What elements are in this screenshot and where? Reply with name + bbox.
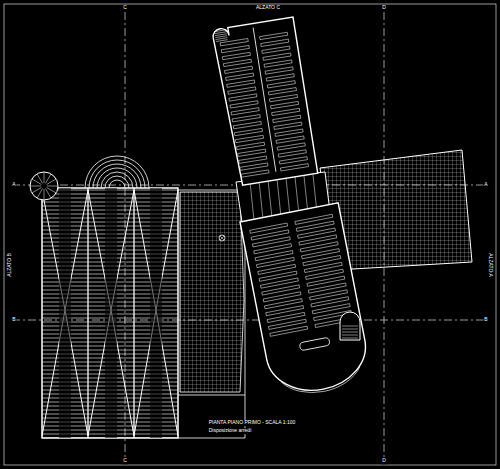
- plan-title: PIANTA PIANO PRIMO - SCALA 1:100: [208, 420, 297, 426]
- upper-wing: [212, 17, 318, 186]
- center-mark: [219, 235, 225, 241]
- wall: [268, 180, 272, 218]
- section-letter: B: [483, 317, 488, 323]
- wall: [178, 190, 245, 438]
- wall: [286, 178, 290, 216]
- section-letter: C: [122, 5, 128, 11]
- left-hall: [42, 156, 178, 438]
- frame: [4, 4, 496, 465]
- wall: [277, 179, 281, 217]
- elevation-label: ALZATO B: [7, 252, 13, 278]
- section-letter: D: [381, 5, 387, 11]
- wall: [259, 181, 263, 219]
- section-letter: D: [381, 458, 387, 464]
- lower-wing: [240, 203, 373, 401]
- grid-court: [180, 192, 244, 392]
- elevation-label: ALZATO A: [487, 252, 493, 277]
- elevation-label: ALZATO C: [255, 5, 281, 11]
- spiral-stair: [30, 172, 58, 200]
- section-letter: A: [483, 182, 488, 188]
- section-letter: B: [11, 317, 16, 323]
- stair: [340, 312, 360, 340]
- section-letter: C: [122, 458, 128, 464]
- wall: [250, 182, 254, 220]
- plan-title: Disposizione arredi: [208, 428, 253, 434]
- section-letter: A: [11, 182, 16, 188]
- wall: [295, 177, 299, 215]
